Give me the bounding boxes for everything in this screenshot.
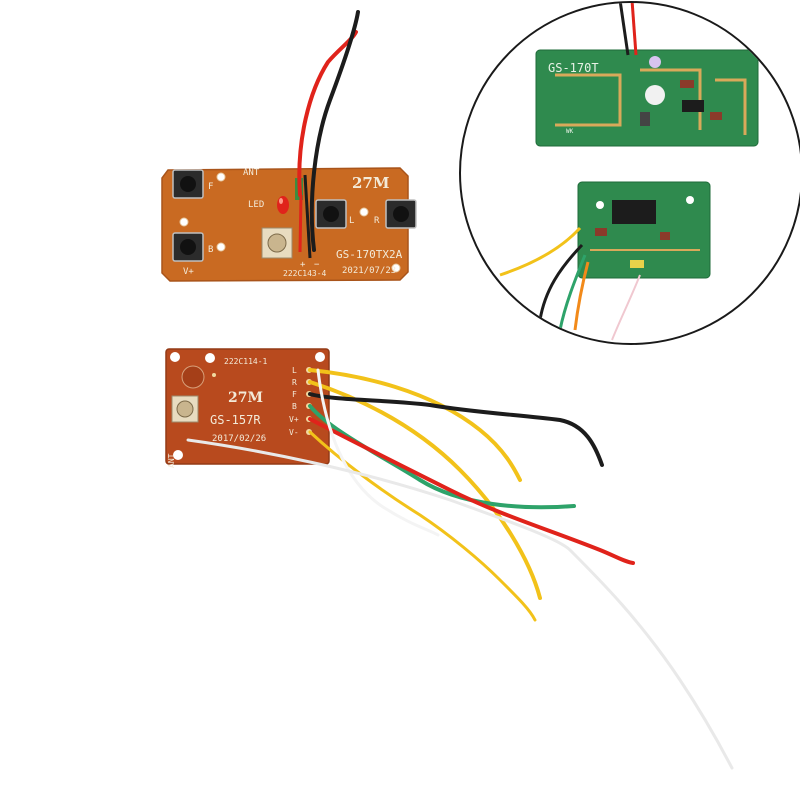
- rx-model: GS-157R: [210, 413, 261, 427]
- trimmer-pot: [261, 227, 293, 259]
- tx-label-l: L: [349, 216, 354, 226]
- button-b: [172, 232, 204, 262]
- button-r: [385, 199, 417, 229]
- button-f: [172, 169, 204, 199]
- inset-board-top: GS-170T WK: [535, 49, 759, 147]
- tx-label-r: R: [374, 216, 380, 226]
- rx-pin-b: B: [292, 402, 297, 411]
- rx-frequency: 27M: [228, 390, 263, 406]
- tx-label-led: LED: [248, 200, 264, 210]
- transmitter-board: ANT LED F B V+ L R + − 27M GS-170TX2A 22…: [161, 10, 417, 282]
- tx-label-plus: +: [300, 260, 306, 270]
- receiver-board: 222C114-1 27M GS-157R 2017/02/26 ANT L R…: [165, 348, 734, 770]
- tx-label-b: B: [208, 245, 213, 255]
- rx-pin-vminus: V-: [289, 428, 299, 437]
- rx-pin-r: R: [292, 378, 297, 387]
- tx-model: GS-170TX2A: [336, 248, 403, 261]
- inset-board-bottom: [577, 181, 711, 279]
- tx-label-minus: −: [314, 260, 320, 270]
- led-red: [277, 196, 289, 214]
- tx-frequency: 27M: [352, 174, 389, 192]
- rx-date: 2017/02/26: [212, 434, 266, 444]
- tx-part-code: 222C143-4: [283, 269, 327, 278]
- tx-date: 2021/07/23: [342, 266, 396, 276]
- rx-pin-l: L: [292, 366, 297, 375]
- button-l: [315, 199, 347, 229]
- tx-label-ant: ANT: [243, 168, 260, 178]
- receiver-trimmer: [171, 395, 199, 423]
- inset-tag-wk: WK: [566, 128, 574, 135]
- inset-photo: GS-170T WK: [459, 1, 800, 345]
- rx-pin-vplus: V+: [289, 415, 299, 424]
- tx-label-f: F: [208, 182, 213, 192]
- inset-model: GS-170T: [548, 61, 599, 75]
- tx-label-vplus: V+: [183, 267, 194, 277]
- rx-label-ant: ANT: [167, 453, 176, 468]
- rx-pin-f: F: [292, 390, 297, 399]
- rx-part-code: 222C114-1: [224, 357, 268, 366]
